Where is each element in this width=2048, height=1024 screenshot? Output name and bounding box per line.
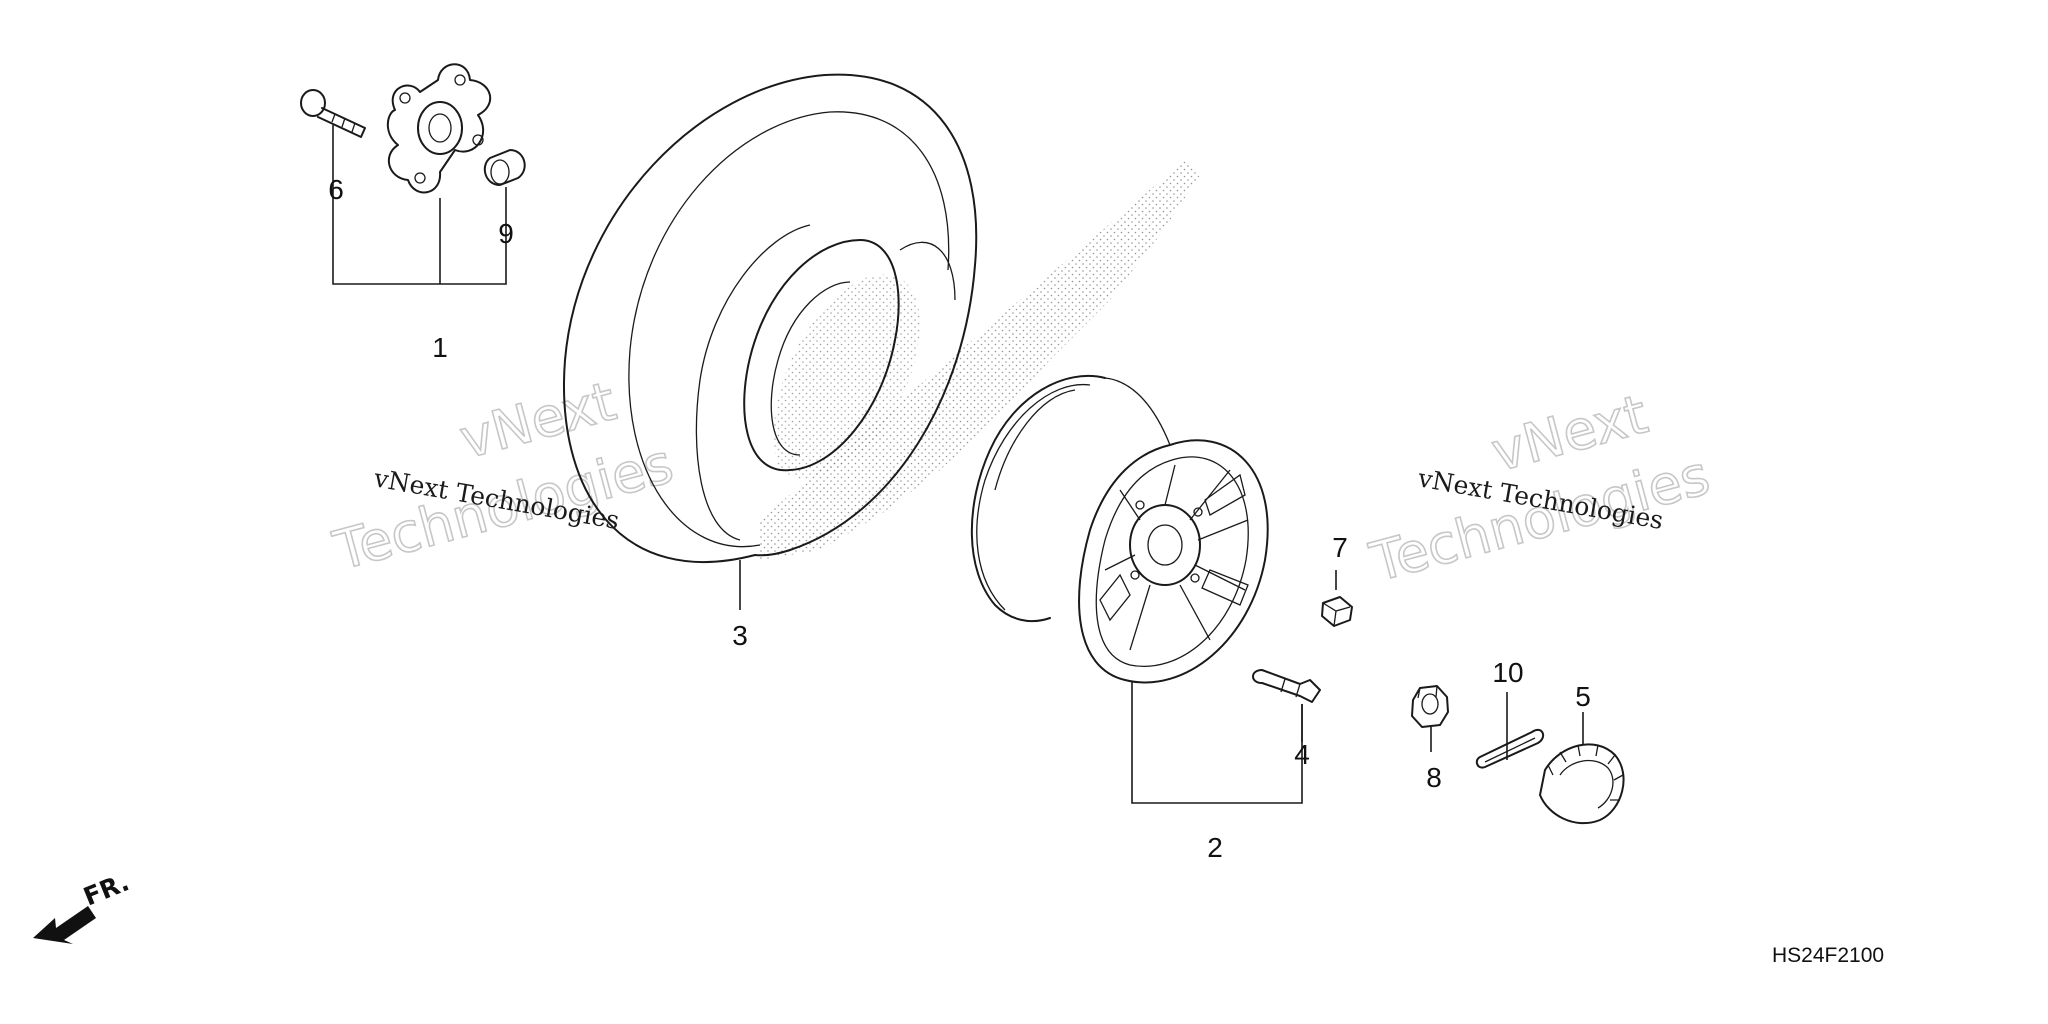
- wheel-rim-illustration: [970, 374, 1269, 684]
- hub-cap-illustration: [1539, 743, 1625, 825]
- front-arrow-icon: [33, 906, 96, 944]
- hub-illustration: [386, 63, 492, 194]
- callout-2: 2: [1207, 832, 1223, 863]
- front-label: FR.: [79, 867, 133, 911]
- callout-8: 8: [1426, 762, 1442, 793]
- leader-lines: [332, 125, 1584, 804]
- watermark-left: vNext Technologies: [326, 369, 680, 584]
- callout-6: 6: [328, 174, 344, 205]
- callout-4: 4: [1294, 739, 1310, 770]
- callout-5: 5: [1575, 681, 1591, 712]
- cotter-pin-illustration: [1475, 728, 1545, 769]
- tire-illustration: [563, 73, 978, 563]
- callout-7: 7: [1332, 532, 1348, 563]
- callout-9: 9: [498, 218, 514, 249]
- front-direction-indicator: FR.: [33, 867, 133, 944]
- figure-code: HS24F2100: [1772, 944, 1884, 967]
- tire-inner-shading: [773, 274, 920, 480]
- bushing-illustration: [483, 149, 526, 186]
- bolt-illustration: [300, 89, 366, 138]
- callout-1: 1: [432, 332, 448, 363]
- callout-10: 10: [1492, 657, 1523, 688]
- callout-3: 3: [732, 620, 748, 651]
- castle-nut-illustration: [1411, 685, 1449, 728]
- valve-stem-illustration: [1252, 669, 1321, 703]
- lug-nut-illustration: [1321, 596, 1353, 627]
- tire-shading: [760, 160, 1200, 560]
